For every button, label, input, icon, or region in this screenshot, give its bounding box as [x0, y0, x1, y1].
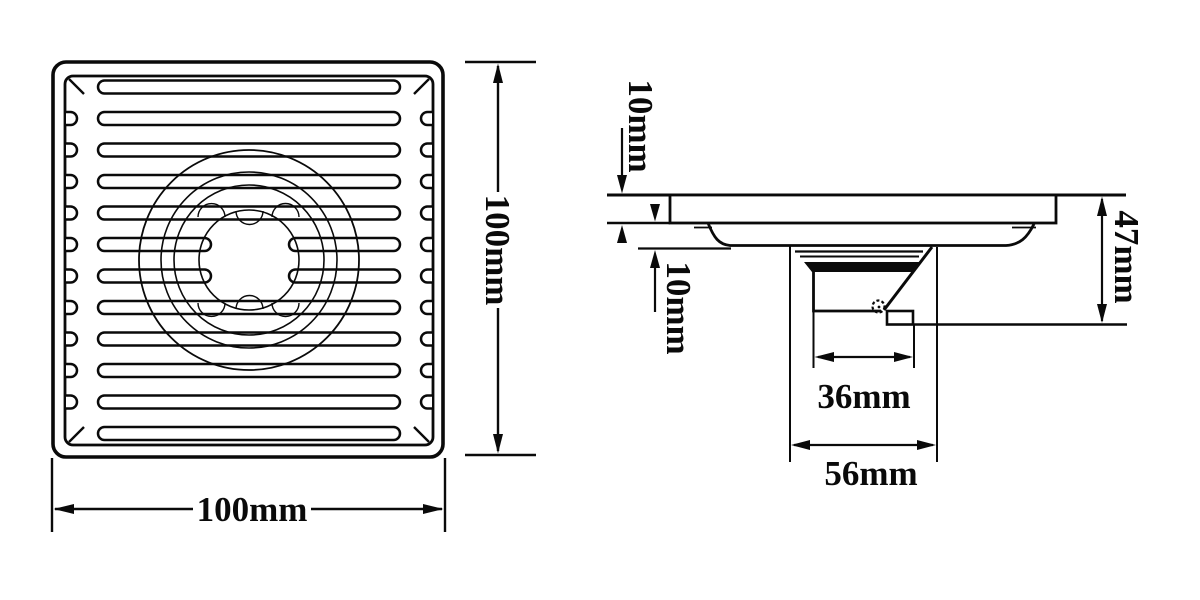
arrowhead-up — [650, 250, 660, 268]
dim-label-outlet-cup-width: 56mm — [824, 454, 917, 493]
pattern-circle — [173, 184, 325, 336]
grate-edge-notch — [66, 394, 79, 410]
arrowhead-down — [617, 175, 627, 194]
dimension-outlet-cup-width: 56mm — [789, 246, 938, 493]
dimension-top-view-width: 100mm — [50, 458, 447, 532]
grate-edge-notch — [419, 268, 432, 284]
grate-edge-notches-right — [419, 110, 432, 410]
grate-edge-notch — [419, 110, 432, 127]
drain-flange-plate — [668, 193, 1058, 225]
grate-outer-frame — [51, 60, 445, 459]
pattern-circle — [198, 209, 300, 311]
grate-slot-short — [287, 268, 402, 284]
grate-slot — [96, 331, 402, 347]
arrowhead-right — [423, 504, 444, 514]
dim-label-recess-depth: 10mm — [659, 261, 698, 354]
dim-label-total-height: 47mm — [1107, 210, 1146, 303]
grate-edge-notch — [66, 331, 79, 347]
arrowhead-up — [617, 225, 627, 243]
arrowhead-left — [791, 440, 810, 450]
grate-slot — [96, 79, 402, 95]
grate-edge-notch — [66, 110, 79, 127]
drain-bowl-profile — [706, 222, 1036, 247]
screw-mark-top-right — [413, 78, 430, 95]
grate-edge-notch — [419, 362, 432, 379]
flap-hinge-dot — [877, 305, 881, 309]
arrowhead-right — [917, 440, 936, 450]
dimension-top-thickness: 10mm — [617, 79, 660, 243]
grate-edge-notch — [66, 362, 79, 379]
check-flap-diagonal — [882, 246, 934, 311]
pattern-scallops — [197, 202, 300, 318]
grate-edge-notch — [419, 331, 432, 347]
grate-edge-notch — [66, 205, 79, 221]
extension-lines — [812, 311, 915, 368]
arrowhead-up — [493, 63, 503, 83]
grate-inner-frame — [63, 74, 435, 447]
arrowhead-right — [894, 352, 913, 362]
grate-slot — [96, 425, 402, 442]
grate-slot-short — [287, 236, 402, 253]
grate-edge-notch — [419, 394, 432, 410]
grate-edge-notch — [66, 142, 79, 158]
grate-slot — [96, 173, 402, 190]
grate-top-view: 100mm 100mm — [50, 60, 536, 532]
dimension-total-height: 47mm — [1097, 196, 1146, 323]
grate-edge-notch — [66, 299, 79, 316]
corner-screws — [68, 78, 430, 443]
extension-lines — [50, 458, 447, 532]
dimension-recess-depth: 10mm — [638, 204, 731, 355]
grate-slot — [96, 299, 402, 316]
arrowhead-down — [1097, 304, 1107, 323]
grate-slot — [96, 110, 402, 127]
pattern-circle — [160, 171, 338, 349]
grate-edge-notch — [419, 173, 432, 190]
arrowhead-left — [53, 504, 74, 514]
dim-label-top-thickness: 10mm — [621, 79, 660, 172]
pattern-circle — [138, 149, 360, 371]
grate-slot — [96, 394, 402, 410]
grate-edge-notch — [419, 142, 432, 158]
grate-edge-notch — [66, 173, 79, 190]
extension-ticks — [465, 60, 536, 457]
screw-mark-bottom-right — [413, 426, 430, 443]
arrowhead-down — [493, 434, 503, 454]
grate-edge-notch — [419, 299, 432, 316]
dim-label-top-view-width: 100mm — [197, 490, 308, 529]
outlet-body-wall — [812, 272, 881, 313]
grate-slot — [96, 205, 402, 221]
dimension-top-view-height: 100mm — [465, 60, 536, 457]
screw-mark-top-left — [68, 78, 85, 95]
grate-embossed-pattern — [138, 149, 360, 371]
grate-edge-notch — [419, 236, 432, 253]
screw-mark-bottom-left — [68, 426, 85, 443]
grate-edge-notch — [419, 205, 432, 221]
dimension-outlet-inner-width: 36mm — [812, 311, 915, 416]
arrowhead-down — [650, 204, 660, 222]
outlet-stub — [885, 309, 915, 326]
flap-hinge-curl — [871, 299, 886, 314]
grate-slot-short — [96, 236, 213, 253]
grate-slot-short — [96, 268, 213, 284]
drain-trap-outlet — [795, 246, 934, 326]
drain-side-section-view: 10mm 10mm 47mm 36mm — [607, 79, 1146, 493]
arrowhead-up — [1097, 196, 1107, 216]
arrowhead-left — [814, 352, 834, 362]
extension-lines — [789, 246, 938, 462]
grate-edge-notch — [66, 268, 79, 284]
grate-edge-notches-left — [66, 110, 79, 410]
dim-label-outlet-inner-width: 36mm — [817, 377, 910, 416]
grate-slots — [96, 79, 402, 442]
dim-label-top-view-height: 100mm — [478, 195, 517, 306]
grate-edge-notch — [66, 236, 79, 253]
trap-gasket-band — [804, 262, 920, 272]
